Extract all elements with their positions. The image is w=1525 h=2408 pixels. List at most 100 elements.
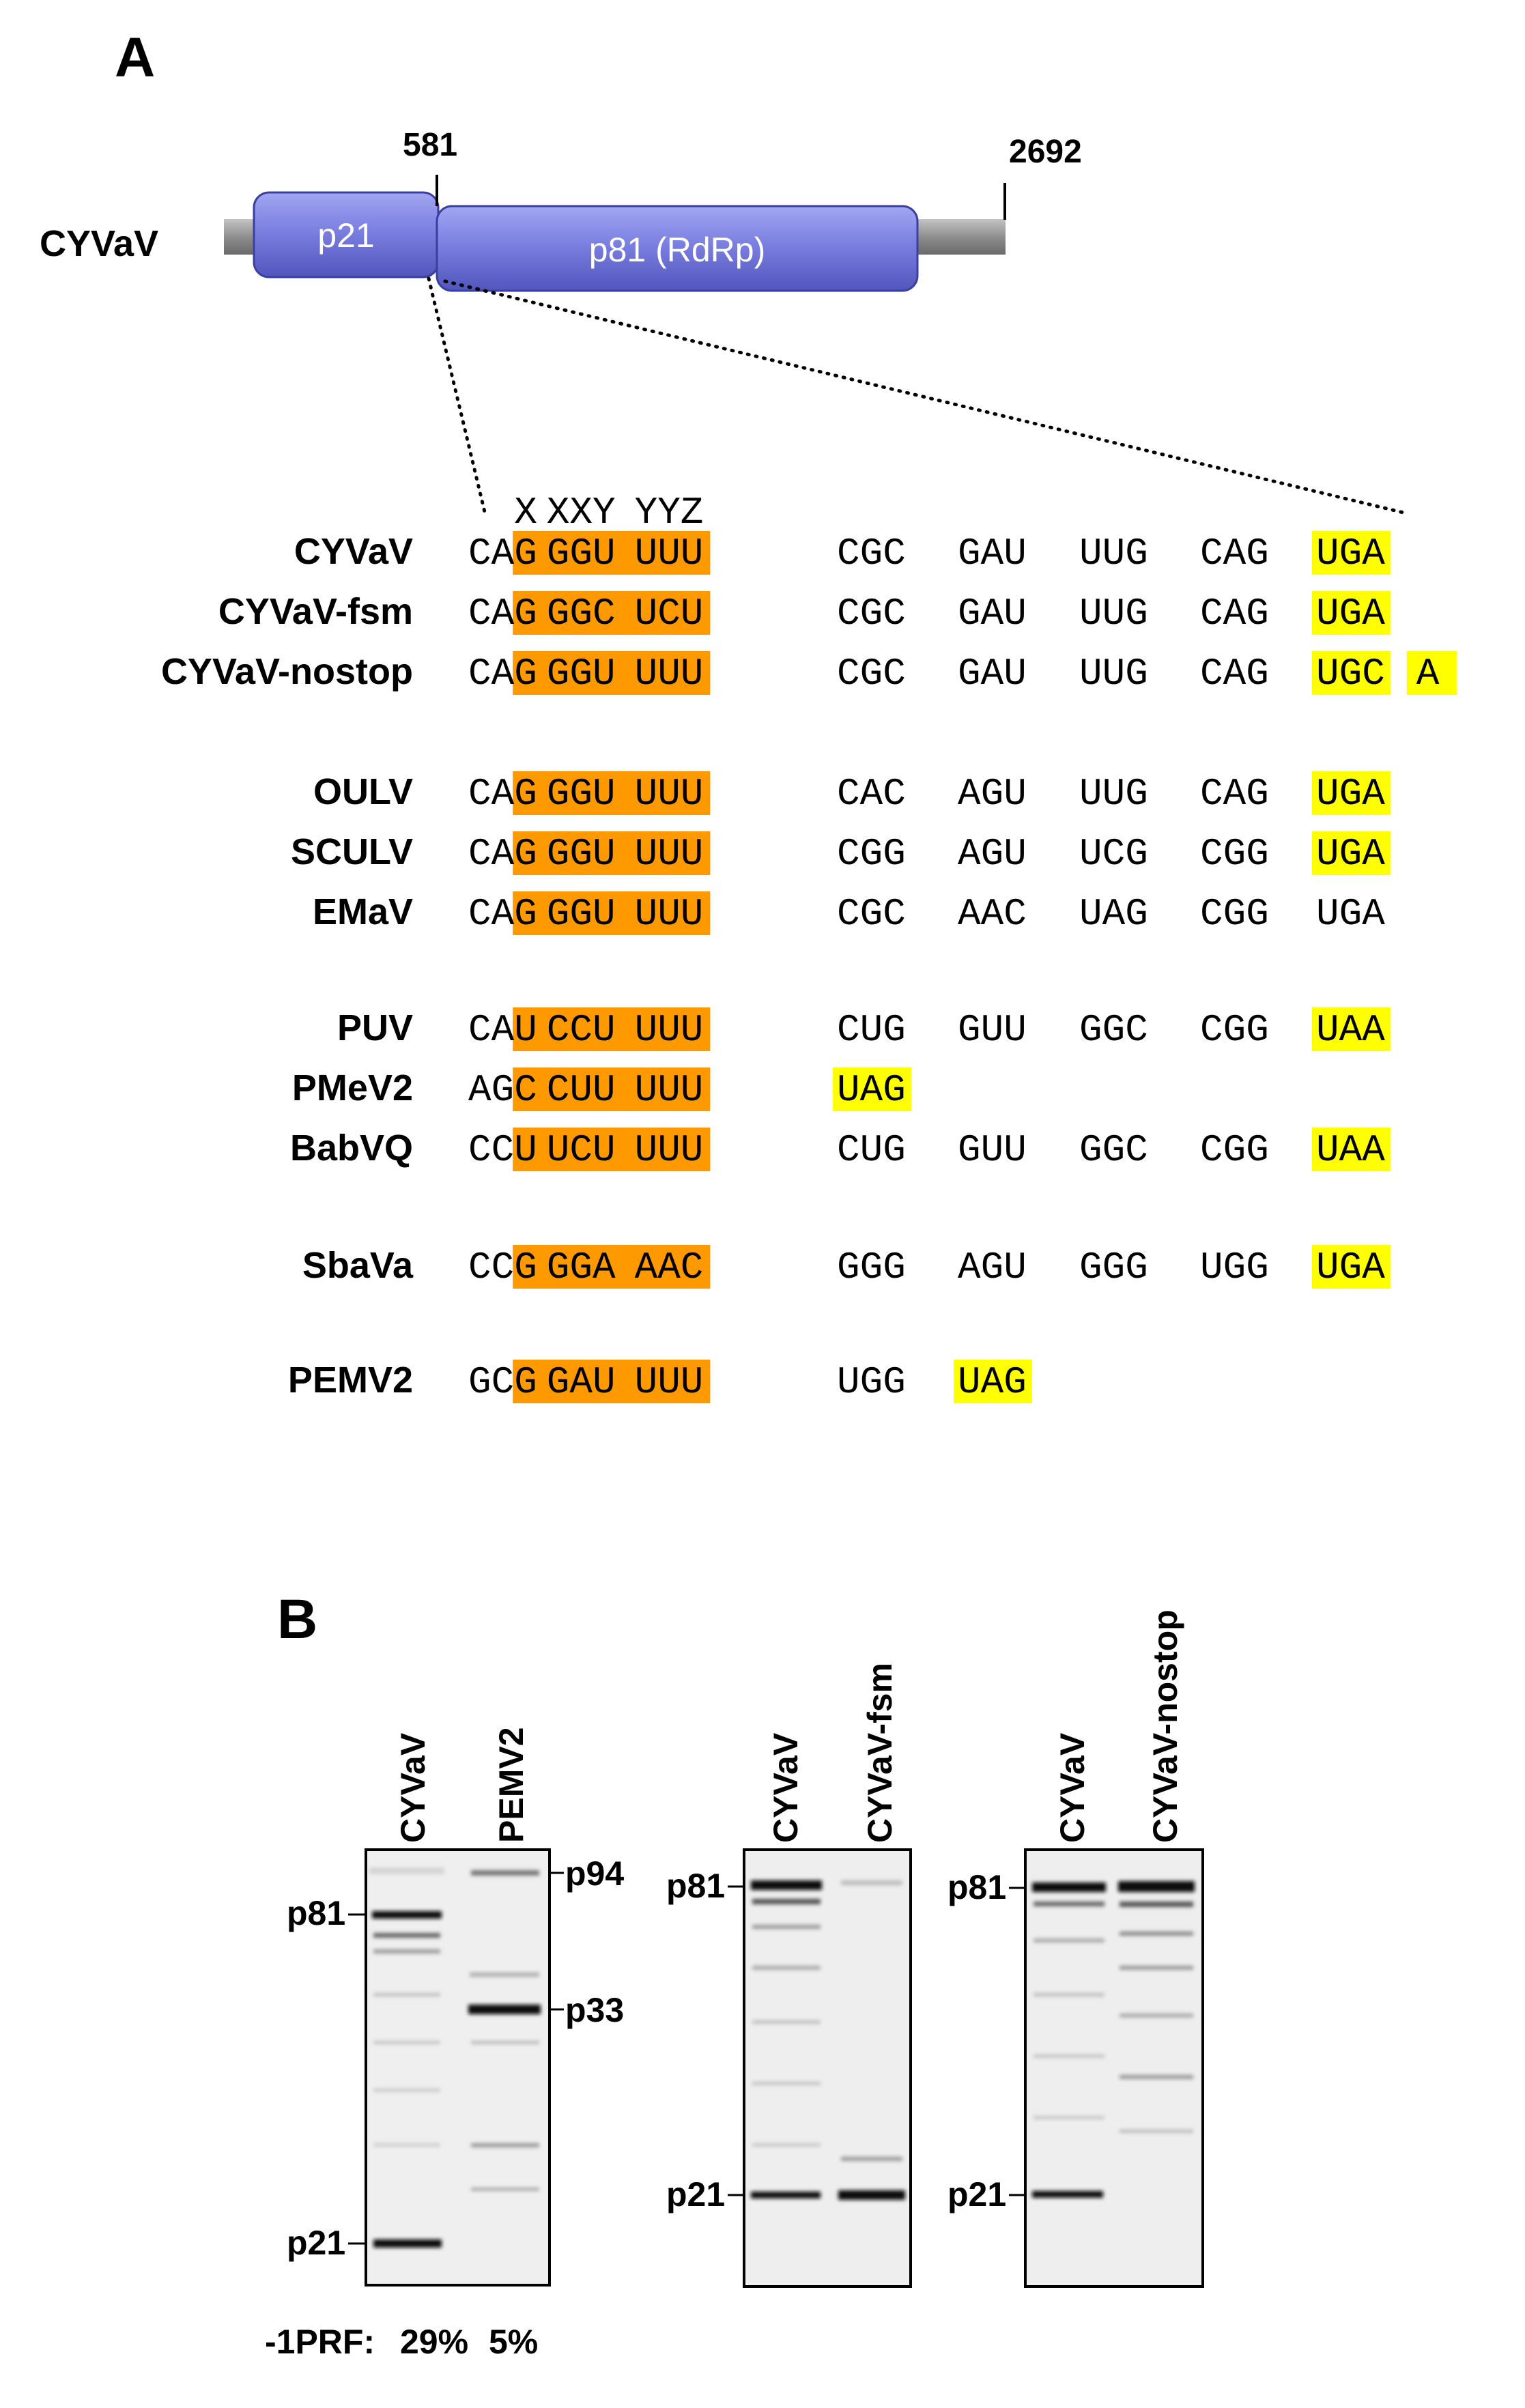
band <box>373 1949 440 1953</box>
stop-codon-highlight <box>1312 591 1391 635</box>
sequence-lead: CAG <box>468 892 537 936</box>
stop-codon-highlight <box>1312 1007 1391 1051</box>
sequence-name: PEMV2 <box>288 1360 413 1401</box>
codon: CUG <box>837 1128 906 1172</box>
codon: UUU <box>635 892 704 936</box>
orf-p81 <box>436 205 919 292</box>
codon: GAU <box>958 652 1027 696</box>
codon: U <box>1316 652 1339 696</box>
band-p33 <box>468 2005 541 2014</box>
band <box>373 1993 440 1996</box>
band <box>1034 1993 1104 1996</box>
codon: UCG <box>1079 832 1148 876</box>
codon: UUU <box>635 832 704 876</box>
band-p81 <box>751 1880 822 1890</box>
prf-value-cyvav: 29% <box>400 2323 468 2361</box>
gel-1: CYVaV PEMV2 p81 p21 p94 p33 -1PRF: 29% 5… <box>265 1727 624 2361</box>
band <box>1120 1966 1193 1970</box>
slippery-highlight <box>513 651 711 695</box>
sequence-lead: CAG <box>468 832 537 876</box>
slippery-highlight <box>513 1007 711 1051</box>
band-p21 <box>1032 2191 1103 2198</box>
codon: UUG <box>1079 532 1148 575</box>
band-p94 <box>471 1870 539 1876</box>
band <box>1034 1902 1104 1906</box>
band <box>752 1966 821 1970</box>
codon: AGU <box>958 832 1027 876</box>
gel-3-marker-p21: p21 <box>947 2175 1006 2213</box>
codon: UGA <box>1316 832 1385 876</box>
codon: UUG <box>1079 772 1148 816</box>
frame-header-label: XXY <box>547 491 616 534</box>
sequence-name: CYVaV-nostop <box>161 651 413 692</box>
codon: GGG <box>1079 1246 1148 1289</box>
codon: GGU <box>547 772 616 816</box>
stop-codon-highlight <box>1406 651 1457 695</box>
codon: GGU <box>547 832 616 876</box>
codon: UGG <box>1200 1246 1269 1289</box>
codon: UUU <box>635 652 704 696</box>
highlight-layer <box>513 531 1457 1403</box>
sequence-name: PMeV2 <box>292 1067 413 1108</box>
band <box>752 2143 821 2147</box>
codon: GGU <box>547 652 616 696</box>
codon: CGC <box>837 892 906 936</box>
gel-1-marker-p94: p94 <box>565 1854 624 1893</box>
gel-1-image <box>365 1848 551 2287</box>
slippery-highlight <box>513 531 711 575</box>
band <box>373 1933 440 1938</box>
codon: UGA <box>1316 892 1385 936</box>
codon: UGA <box>1316 772 1385 816</box>
mutated-nucleotide: C <box>593 592 616 635</box>
stop-codon-highlight <box>1312 1245 1391 1289</box>
band-p21 <box>838 2190 905 2200</box>
band <box>1120 1902 1193 1907</box>
orf-p81-label: p81 (RdRp) <box>589 231 765 269</box>
slippery-highlight <box>513 1128 711 1171</box>
codon: CAG <box>1200 592 1269 635</box>
band <box>470 1973 539 1977</box>
codon: UUU <box>635 1008 704 1052</box>
sequence-name: BabVQ <box>290 1128 413 1169</box>
codon: GGG <box>837 1246 906 1289</box>
sequence-lead: CAG <box>468 772 537 816</box>
codon: UUU <box>635 772 704 816</box>
codon: AGU <box>958 772 1027 816</box>
sequence-lead: CAG <box>468 532 537 575</box>
codon: GGC <box>1079 1008 1148 1052</box>
codon: GAU <box>958 592 1027 635</box>
sequence-lead: CAU <box>468 1008 537 1052</box>
codon: GGA <box>547 1246 616 1289</box>
codon: AAC <box>958 892 1027 936</box>
sequence-name: EMaV <box>313 891 413 932</box>
panel-a-label: A <box>115 27 155 89</box>
codon: CAC <box>837 772 906 816</box>
slippery-highlight <box>513 1067 711 1111</box>
band-p81 <box>372 1911 442 1919</box>
codon: G <box>547 592 570 635</box>
codon: CGC <box>837 592 906 635</box>
codon: AGU <box>958 1246 1027 1289</box>
band <box>1034 1938 1104 1943</box>
slippery-highlight <box>513 831 711 875</box>
gel-1-marker-p33: p33 <box>565 1991 624 2029</box>
codon: GUU <box>958 1128 1027 1172</box>
band <box>373 2041 440 2044</box>
stop-codon-highlight <box>1312 651 1391 695</box>
band <box>841 1880 902 1885</box>
sequence-name: CYVaV <box>294 531 413 572</box>
band-p21 <box>373 2239 442 2248</box>
codon: UGG <box>837 1360 906 1404</box>
codon: CGG <box>837 832 906 876</box>
stop-codon-highlight <box>1312 831 1391 875</box>
gel-1-marker-p21: p21 <box>287 2224 345 2262</box>
sequence-lead: AGC <box>468 1068 537 1112</box>
stop-codon-highlight <box>1312 531 1391 575</box>
frame-header-label: YYZ <box>635 491 704 534</box>
band <box>841 2157 902 2161</box>
codon: UCU <box>547 1128 616 1172</box>
codon: G <box>1339 652 1363 696</box>
